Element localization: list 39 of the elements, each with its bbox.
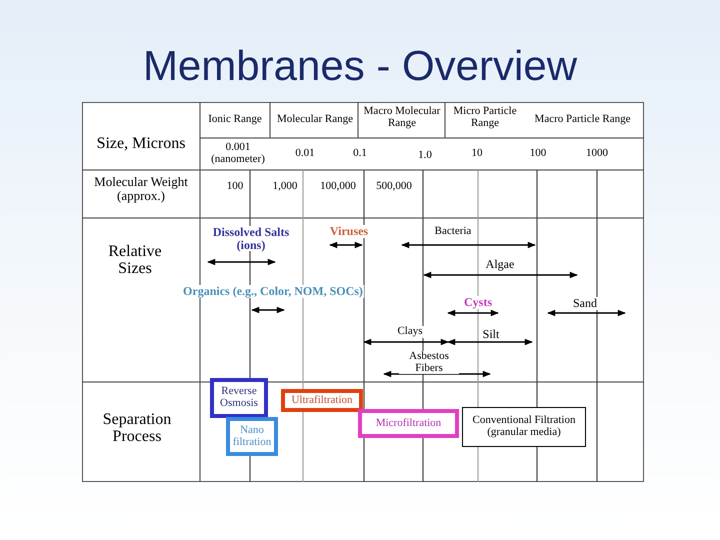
row-header: Molecular Weight (approx.)	[93, 175, 189, 202]
scale-value: 1.0	[417, 150, 433, 162]
scale-value: 10	[470, 148, 484, 160]
scale-value: 100	[528, 148, 548, 160]
scale-value: 1,000	[272, 181, 298, 193]
size-range-label: Clays	[396, 326, 424, 338]
process-box	[226, 417, 278, 456]
size-range-label: Organics (e.g., Color, NOM, SOCs)	[182, 285, 364, 298]
row-header: Relative Sizes	[107, 244, 163, 278]
column-header: Ionic Range	[207, 114, 263, 126]
scale-value: 100	[226, 181, 244, 193]
size-range-label: Silt	[482, 328, 500, 341]
size-range-label: Asbestos Fibers	[399, 351, 459, 374]
process-name: Ultrafiltration	[291, 394, 353, 406]
scale-value: 0.001 (nanometer)	[210, 142, 266, 166]
process-name: Conventional Filtration (granular media)	[472, 415, 576, 439]
process-name: Microfiltration	[376, 418, 442, 430]
scale-value: 1000	[585, 148, 609, 160]
scale-value: 100,000	[319, 181, 357, 193]
process-box	[462, 407, 586, 447]
process-name: Nano filtration	[232, 424, 272, 448]
column-header: Micro Particle Range	[452, 106, 518, 130]
size-range-label: Viruses	[328, 225, 370, 238]
scale-value: 0.1	[352, 148, 368, 160]
process-box	[281, 389, 363, 412]
slide-title: Membranes - Overview	[142, 42, 578, 90]
column-header: Molecular Range	[276, 114, 354, 126]
size-range-label: Cysts	[463, 296, 493, 309]
process-name: Reverse Osmosis	[219, 386, 259, 410]
row-header: Size, Microns	[96, 136, 186, 153]
scale-value: 500,000	[375, 181, 413, 193]
size-range-label: Algae	[484, 258, 516, 271]
scale-value: 0.01	[294, 148, 316, 160]
size-range-label: Sand	[572, 297, 598, 310]
column-header: Macro Particle Range	[534, 114, 632, 126]
row-header: Separation Process	[102, 412, 172, 446]
column-header: Macro Molecular Range	[362, 106, 442, 130]
process-box	[358, 409, 459, 438]
process-box	[210, 378, 268, 418]
